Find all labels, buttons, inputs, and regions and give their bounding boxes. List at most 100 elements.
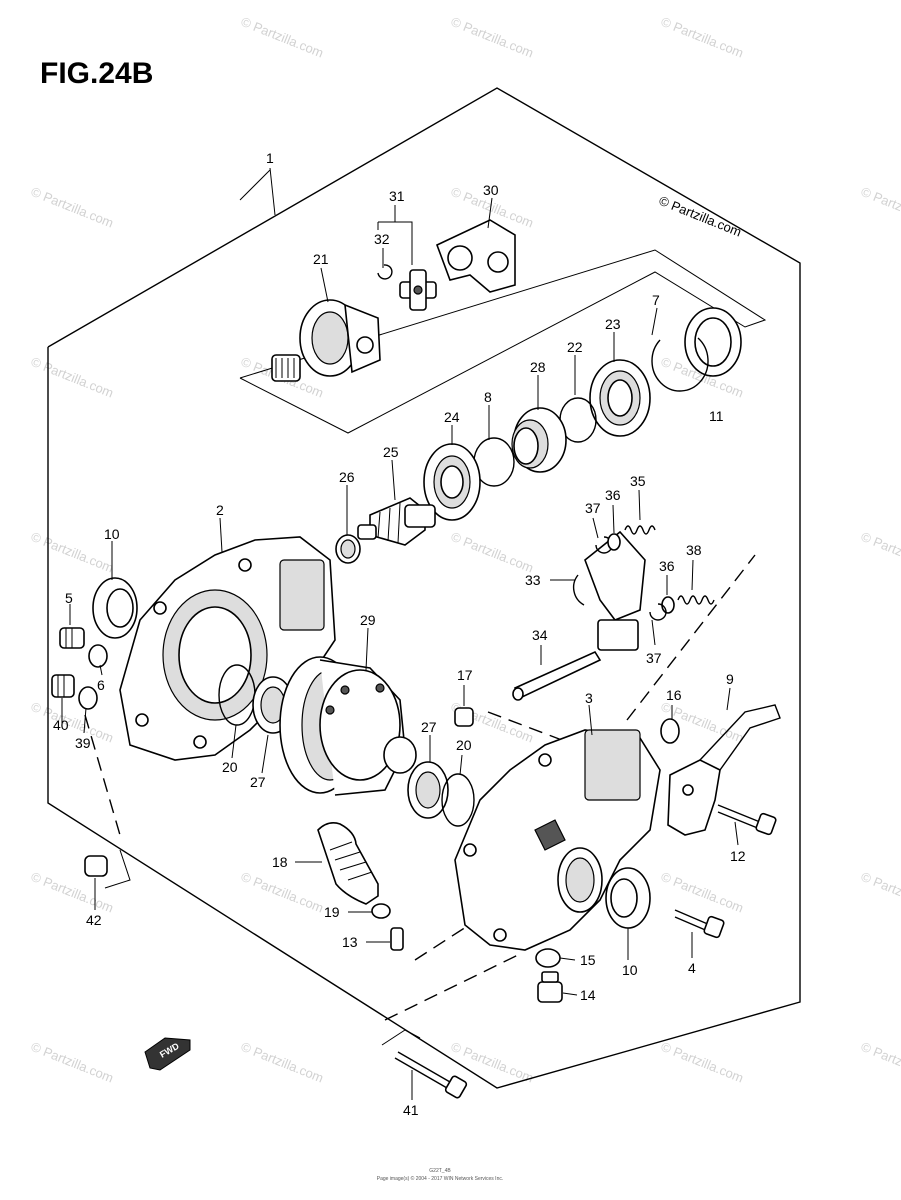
watermark: © Partzilla.com (239, 869, 326, 916)
callout-35: 35 (630, 473, 646, 489)
pinion-gear-25 (357, 497, 436, 546)
callout-23: 23 (605, 316, 621, 332)
callout-37-top: 37 (585, 500, 601, 516)
shim-20-right (441, 773, 475, 827)
circlip-37-right (649, 603, 667, 621)
watermark: © Partzilla.com (29, 354, 116, 401)
callout-9: 9 (726, 671, 734, 687)
gear-case-3 (454, 729, 661, 951)
callout-37-right: 37 (646, 650, 662, 666)
callout-21: 21 (313, 251, 329, 267)
callout-27-right: 27 (421, 719, 437, 735)
forward-direction-arrow: FWD (144, 1037, 191, 1071)
watermark: © Partzilla.com (239, 14, 326, 61)
callout-11: 11 (709, 408, 724, 424)
clamp-19 (371, 903, 391, 919)
watermark: © Partzilla.com (239, 1039, 326, 1086)
assembly-outline (47, 87, 801, 1089)
bearing-24 (423, 443, 481, 521)
callout-20-right: 20 (456, 737, 472, 753)
needle-bearing-26 (335, 534, 361, 564)
oil-seal-10-left (92, 577, 138, 639)
figure-title: FIG.24B (40, 57, 153, 90)
footer-code: G22T_4B (429, 1168, 451, 1174)
nut-42 (84, 855, 108, 877)
callout-10-left: 10 (104, 526, 120, 542)
watermark: © Partzilla.com (859, 869, 901, 916)
gasket-15 (535, 948, 561, 968)
pinion-subassembly-outline (239, 249, 767, 434)
callout-39: 39 (75, 735, 91, 751)
callout-34: 34 (532, 627, 548, 643)
watermark: © Partzilla.com (449, 529, 536, 576)
bolt-12 (717, 804, 777, 836)
bolt-4 (674, 909, 725, 939)
gasket-6 (88, 644, 108, 668)
bushing-16 (660, 718, 680, 744)
callout-25: 25 (383, 444, 399, 460)
watermark: © Partzilla.com (29, 529, 116, 576)
shift-fork-33 (572, 530, 646, 651)
callout-31: 31 (389, 188, 405, 204)
callout-2: 2 (216, 502, 224, 518)
bearing-23 (589, 359, 651, 437)
yoke-30 (435, 219, 516, 293)
callout-30: 30 (483, 182, 499, 198)
circlip-32 (377, 264, 393, 280)
gear-case-2 (119, 536, 336, 761)
callout-24: 24 (444, 409, 460, 425)
watermark: © Partzilla.com (659, 14, 746, 61)
callout-5: 5 (65, 590, 73, 606)
bolt-41 (394, 1051, 468, 1099)
circlip-7 (651, 337, 709, 392)
callout-3: 3 (585, 690, 593, 706)
spring-35 (624, 525, 656, 535)
ring-gear-29 (279, 656, 417, 796)
footer-copyright: Page image(s) © 2004 - 2017 WIN Network … (377, 1175, 504, 1182)
bracket-9 (667, 704, 781, 836)
watermark: © Partzilla.com (659, 869, 746, 916)
callout-19: 19 (324, 904, 340, 920)
callout-15: 15 (580, 952, 596, 968)
callout-4: 4 (688, 960, 696, 976)
pin-13 (390, 927, 404, 951)
callout-16: 16 (666, 687, 682, 703)
bushing-17 (454, 707, 474, 727)
callout-12: 12 (730, 848, 746, 864)
gasket-39 (78, 686, 98, 710)
boot-18 (317, 822, 379, 905)
callout-32: 32 (374, 231, 390, 247)
watermark: © Partzilla.com (859, 184, 901, 231)
callout-7: 7 (652, 292, 660, 308)
callout-29: 29 (360, 612, 376, 628)
watermark: © Partzilla.com (29, 699, 116, 746)
callout-14: 14 (580, 987, 596, 1003)
callout-36-top: 36 (605, 487, 621, 503)
watermark: © Partzilla.com (659, 1039, 746, 1086)
oil-seal-11 (684, 307, 742, 377)
plug-5 (59, 627, 85, 649)
callout-1: 1 (266, 150, 274, 166)
callout-36-right: 36 (659, 558, 675, 574)
callout-40: 40 (53, 717, 69, 733)
watermark: © Partzilla.com (859, 529, 901, 576)
watermark: © Partzilla.com (449, 14, 536, 61)
plug-14 (537, 971, 563, 1003)
watermark: © Partzilla.com (29, 1039, 116, 1086)
plug-40 (51, 674, 75, 698)
callout-26: 26 (339, 469, 355, 485)
washer-36-right (661, 596, 675, 614)
callout-8: 8 (484, 389, 492, 405)
callout-41: 41 (403, 1102, 419, 1118)
needle-bearing-28 (511, 407, 567, 473)
watermark: © Partzilla.com (449, 1039, 536, 1086)
callout-42: 42 (86, 912, 102, 928)
leader-lines (61, 167, 739, 1100)
callout-38: 38 (686, 542, 702, 558)
callout-27-left: 27 (250, 774, 266, 790)
input-shaft-yoke (271, 299, 381, 382)
callout-labels: 1 2 3 4 5 6 7 8 9 10 10 11 12 13 14 15 1… (53, 150, 746, 1118)
callout-20-left: 20 (222, 759, 238, 775)
watermark: © Partzilla.com (859, 1039, 901, 1086)
callout-18: 18 (272, 854, 288, 870)
